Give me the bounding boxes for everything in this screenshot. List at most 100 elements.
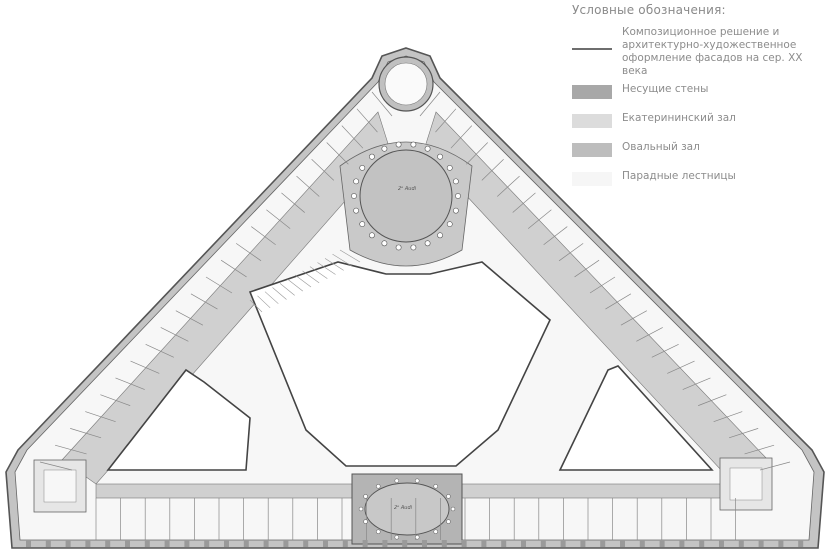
pilaster — [758, 540, 764, 547]
column — [446, 164, 453, 171]
column — [446, 494, 451, 499]
pilaster — [600, 540, 606, 547]
room-divider — [759, 461, 791, 471]
room-divider — [175, 310, 204, 326]
column — [351, 193, 357, 199]
column — [363, 519, 368, 524]
column — [455, 193, 461, 199]
stair-right — [719, 457, 773, 511]
pilaster — [738, 540, 744, 547]
room-divider — [481, 159, 504, 181]
column — [452, 207, 459, 214]
pilaster — [659, 540, 665, 547]
courtyard-right — [558, 365, 714, 471]
room-divider — [294, 274, 312, 288]
pilaster — [699, 540, 705, 547]
room-divider — [251, 226, 276, 246]
column — [359, 164, 366, 171]
pilaster — [65, 540, 71, 547]
catherine-hall: 2ᵉ Audi — [339, 141, 473, 267]
pilaster — [719, 540, 724, 547]
legend-title: Условные обозначения: — [572, 3, 726, 17]
column — [424, 145, 431, 152]
room-divider — [558, 243, 584, 262]
legend-label-facade: Композиционное решение и архитектурно-ху… — [622, 26, 803, 77]
pilaster — [441, 540, 447, 547]
column — [433, 529, 438, 534]
room-divider — [605, 293, 632, 310]
column — [410, 141, 417, 148]
pilaster — [224, 540, 229, 547]
column — [376, 484, 381, 489]
room-divider — [130, 360, 160, 374]
column — [369, 153, 375, 160]
legend-item-oval: Овальный зал — [572, 141, 700, 157]
room-divider — [419, 91, 441, 117]
column — [395, 244, 402, 251]
pilaster — [679, 540, 685, 547]
pilaster — [540, 540, 546, 547]
room-divider — [435, 108, 457, 133]
room-divider — [39, 461, 73, 471]
room-divider — [205, 276, 233, 294]
room-divider — [356, 108, 378, 133]
room-divider — [296, 175, 320, 197]
room-divider — [450, 125, 473, 149]
courtyard-left — [106, 368, 251, 471]
pilaster — [303, 540, 309, 547]
column — [353, 178, 360, 185]
column — [433, 484, 438, 489]
pilaster — [85, 540, 91, 547]
room-divider — [651, 343, 679, 358]
room-divider — [341, 125, 364, 149]
legend-label-oval: Овальный зал — [622, 141, 700, 153]
column — [446, 519, 451, 524]
room-divider — [235, 243, 262, 262]
room-divider — [85, 411, 116, 423]
legend-item-walls: Несущие стены — [572, 83, 708, 99]
pilaster — [184, 540, 190, 547]
pilaster — [243, 540, 249, 547]
pilaster — [105, 540, 111, 547]
column — [446, 221, 453, 228]
room-divider — [309, 266, 328, 279]
column — [394, 535, 400, 540]
column — [414, 535, 420, 540]
room-divider — [266, 209, 291, 229]
pilaster — [204, 540, 210, 547]
pilaster — [580, 540, 586, 547]
pilaster — [778, 540, 784, 547]
room-divider — [574, 259, 600, 278]
room-divider — [728, 428, 759, 439]
facade-line-swatch — [572, 48, 612, 50]
room-divider — [326, 142, 349, 165]
oval-swatch — [572, 143, 612, 157]
column — [369, 232, 375, 239]
column — [437, 153, 443, 160]
pilaster — [362, 540, 368, 547]
pilaster — [422, 540, 427, 547]
column — [410, 244, 417, 251]
room-divider — [744, 444, 775, 455]
room-divider — [54, 444, 87, 455]
room-divider — [589, 276, 616, 294]
room-divider — [698, 394, 727, 406]
oval-hall-label: 2ᵉ Audi — [394, 505, 413, 511]
catherine-swatch — [572, 114, 612, 128]
room-divider — [302, 270, 320, 284]
pilaster — [521, 540, 526, 547]
legend-label-catherine: Екатерининский зал — [622, 112, 736, 124]
stair-left — [33, 459, 87, 513]
room-divider — [497, 175, 520, 197]
legend-label-stairs: Парадные лестницы — [622, 170, 736, 182]
room-divider — [100, 394, 131, 406]
column — [353, 207, 360, 214]
room-divider — [160, 327, 189, 342]
room-divider — [115, 377, 145, 390]
legend-item-stairs: Парадные лестницы — [572, 170, 736, 186]
oval-hall: 2ᵉ Audi — [351, 473, 463, 545]
room-divider — [317, 262, 336, 275]
column — [358, 506, 364, 512]
room-divider — [287, 278, 304, 292]
